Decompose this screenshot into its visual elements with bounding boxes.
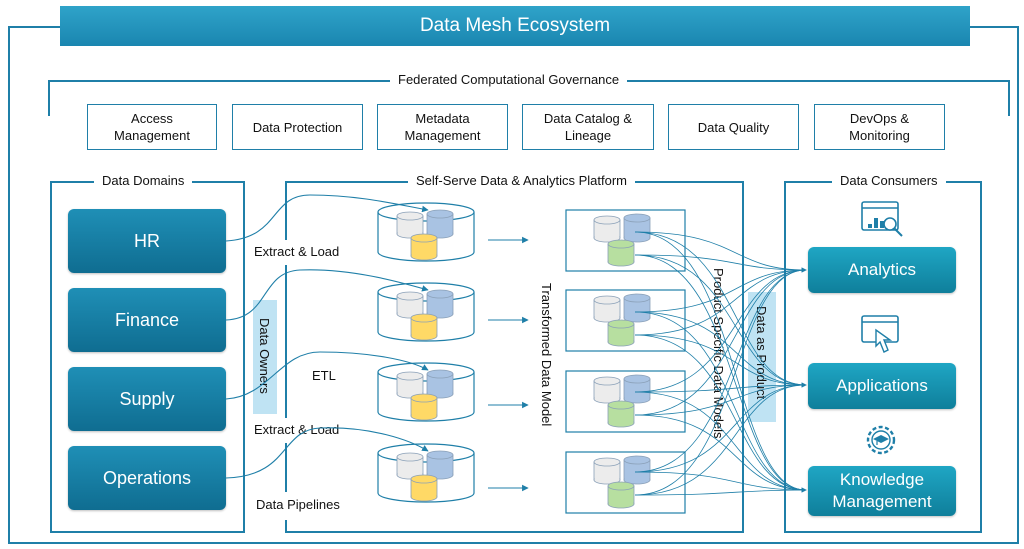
label-data-as-product: Data as Product [754,306,769,400]
domain-supply[interactable]: Supply [68,367,226,431]
flow-consume-23 [634,382,807,496]
label-transformed-data-model: Transformed Data Model [539,283,554,427]
db-gray-icon [593,295,621,323]
consumer-knowledge-management[interactable]: Knowledge Management [808,466,956,516]
platform-title: Self-Serve Data & Analytics Platform [408,173,635,188]
diagram-title: Data Mesh Ecosystem [60,6,970,46]
domain-finance[interactable]: Finance [68,288,226,352]
ingest-store-1 [377,202,475,262]
flow-consume-21 [634,471,807,493]
flow-consume-19 [634,267,807,473]
governance-data-protection: Data Protection [232,104,363,150]
db-green-icon [607,319,635,347]
model-store-2 [565,289,686,352]
label-etl: ETL [312,368,336,383]
db-gray-icon [593,376,621,404]
db-blue-icon [623,213,651,243]
db-blue-icon [426,289,454,319]
flow-consume-5 [634,254,807,388]
flow-consume-15 [634,391,807,493]
flow-consume-2 [634,231,807,388]
db-yellow-icon [410,313,438,341]
db-yellow-icon [410,474,438,502]
db-blue-icon [426,369,454,399]
flow-consume-17 [634,382,807,416]
label-data-owners: Data Owners [257,318,272,394]
model-store-3 [565,370,686,433]
consumer-analytics[interactable]: Analytics [808,247,956,293]
db-blue-icon [623,374,651,404]
flow-consume-7 [634,267,807,313]
flow-consume-10 [634,267,807,336]
flow-consume-16 [634,267,807,416]
ingest-store-2 [377,282,475,342]
governance-data-quality: Data Quality [668,104,799,150]
db-gray-icon [396,371,424,399]
governance-access-management: Access Management [87,104,217,150]
data-as-product-band [748,292,776,422]
flow-consume-14 [634,382,807,393]
db-green-icon [607,239,635,267]
db-blue-icon [426,209,454,239]
flow-consume-12 [634,334,807,493]
db-gray-icon [593,215,621,243]
ingest-store-3 [377,362,475,422]
consumer-applications[interactable]: Applications [808,363,956,409]
governance-title: Federated Computational Governance [390,72,628,87]
label-data-pipelines: Data Pipelines [246,492,348,520]
governance-devops-monitoring: DevOps & Monitoring [814,104,945,150]
flow-operations [225,427,429,479]
db-yellow-icon [410,393,438,421]
flow-consume-6 [634,254,807,493]
flow-finance [225,269,429,321]
db-gray-icon [593,457,621,485]
flow-hr [225,194,429,242]
flow-consume-1 [634,231,807,273]
knowledge-gear-icon [866,425,896,455]
flow-consume-8 [634,311,807,388]
db-green-icon [607,481,635,509]
db-blue-icon [623,455,651,485]
db-green-icon [607,400,635,428]
db-blue-icon [623,293,651,323]
db-blue-icon [426,450,454,480]
model-store-4 [565,451,686,514]
data-owners-band [253,300,277,414]
domains-title: Data Domains [94,173,193,188]
analytics-report-icon [861,201,903,237]
model-store-1 [565,209,686,272]
flow-consume-20 [634,382,807,473]
db-gray-icon [396,211,424,239]
domain-hr[interactable]: HR [68,209,226,273]
consumers-title: Data Consumers [832,173,946,188]
label-extract-load-1: Extract & Load [246,240,348,265]
flow-consume-24 [634,487,807,496]
flow-consume-9 [634,311,807,493]
flow-consume-11 [634,334,807,388]
flow-supply [225,351,429,400]
flow-consume-18 [634,414,807,493]
flow-consume-22 [634,267,807,496]
governance-data-catalog-lineage: Data Catalog & Lineage [522,104,654,150]
application-click-icon [861,315,899,353]
label-extract-load-2: Extract & Load [246,418,348,443]
db-yellow-icon [410,233,438,261]
flow-consume-13 [634,267,807,393]
flow-consume-3 [634,231,807,493]
governance-metadata-management: Metadata Management [377,104,508,150]
domain-operations[interactable]: Operations [68,446,226,510]
flow-consume-4 [634,254,807,273]
ingest-store-4 [377,443,475,503]
